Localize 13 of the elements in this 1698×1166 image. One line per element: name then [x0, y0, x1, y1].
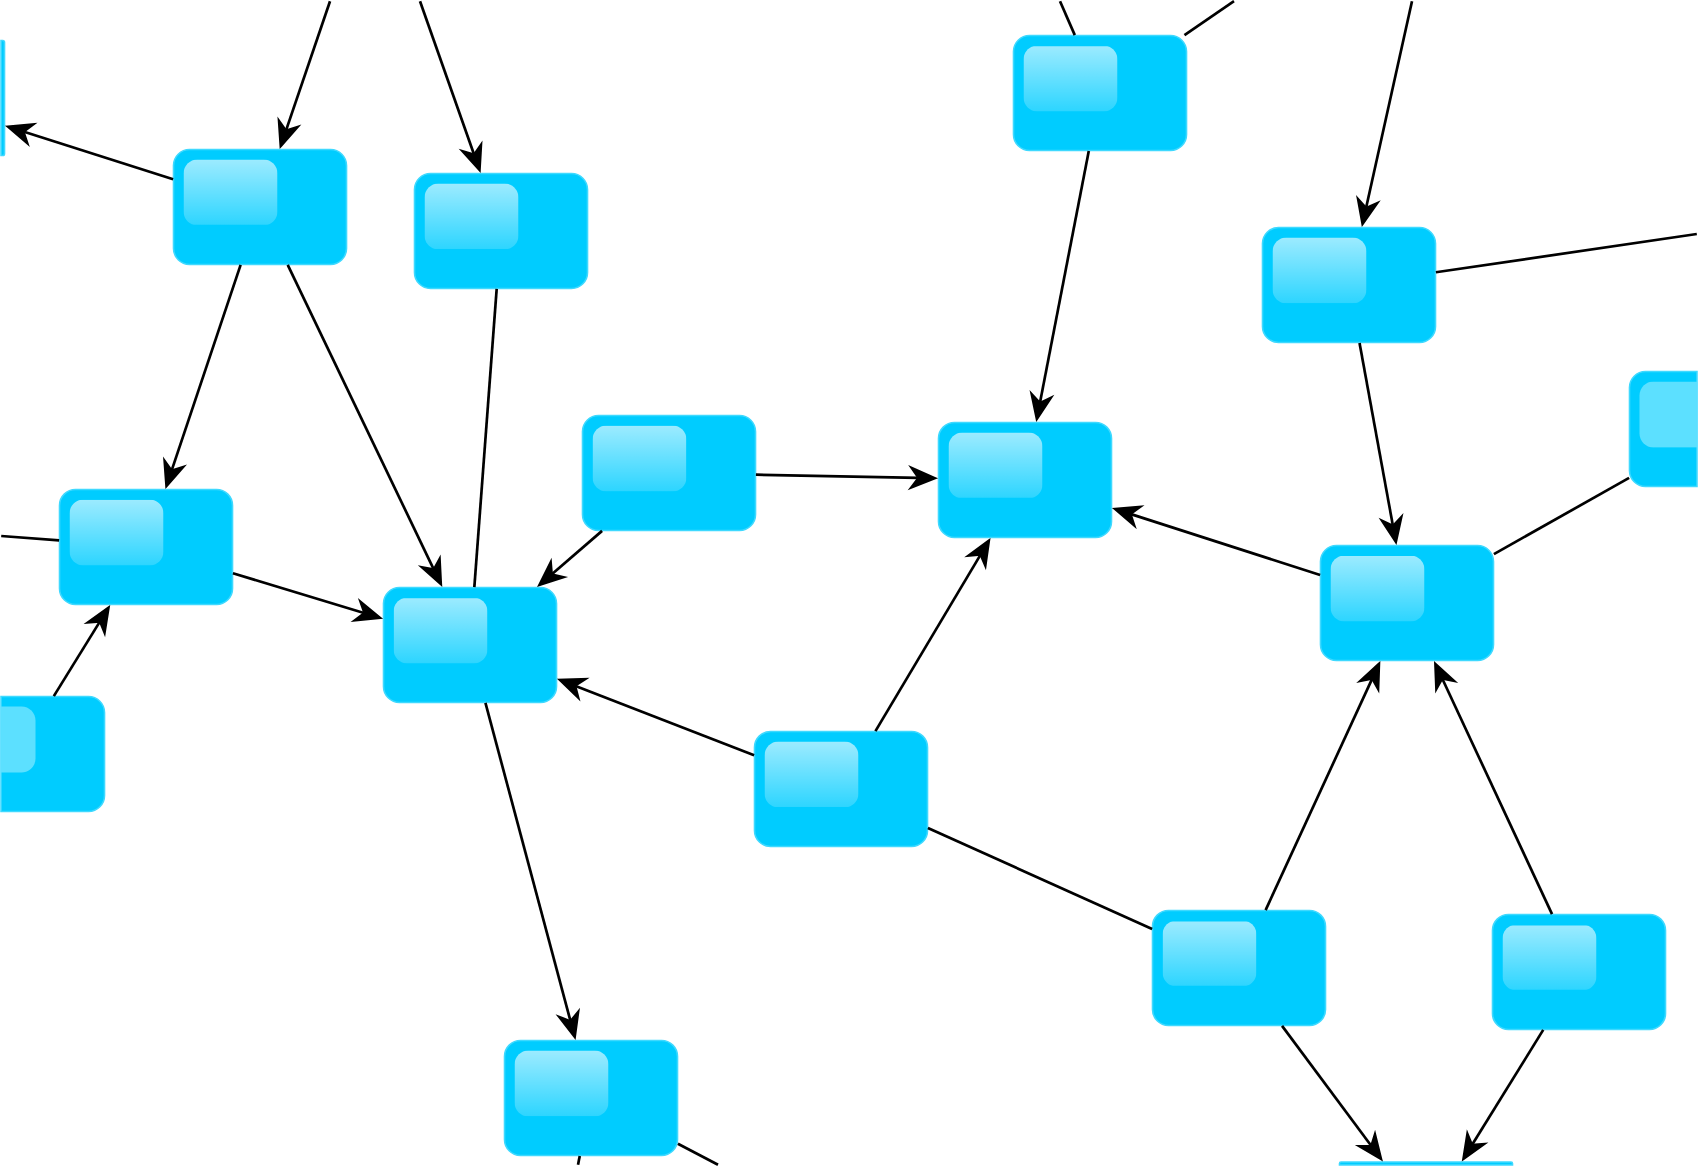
connector-line: [927, 826, 1153, 931]
rounded-box: [0, 695, 106, 813]
connector-line: [1183, 0, 1235, 37]
connector-line: [1, 534, 60, 542]
rounded-box: [0, 39, 6, 157]
connector-line: [576, 1155, 582, 1166]
rounded-box: [1338, 1161, 1514, 1166]
connector-line: [1435, 232, 1697, 274]
rounded-box: [1628, 370, 1698, 488]
connector-line: [1493, 476, 1630, 556]
connector-line: [473, 288, 498, 588]
connector-line: [677, 1142, 719, 1166]
connector-line: [1058, 0, 1077, 36]
